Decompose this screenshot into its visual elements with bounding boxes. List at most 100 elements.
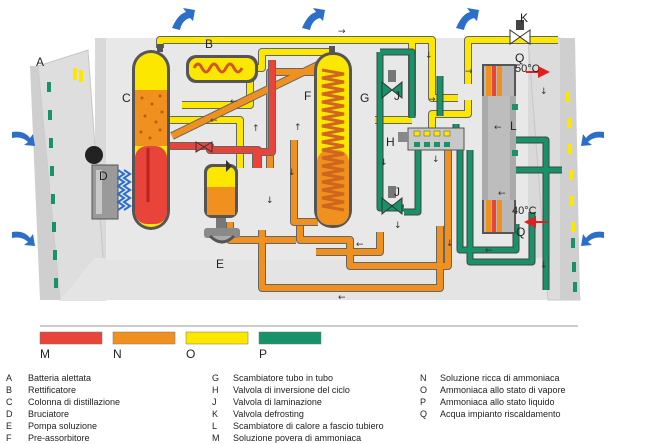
label-D: D (99, 169, 108, 183)
temp-inlet: 40°C (512, 205, 537, 217)
svg-text:↓: ↓ (394, 221, 402, 231)
label-Q-top: Q (515, 51, 524, 65)
air-flow-arrows (12, 8, 604, 246)
svg-text:→: → (338, 27, 346, 37)
legend-text: Valvola di inversione del ciclo (233, 385, 350, 395)
legend-key: K (212, 409, 218, 419)
color-swatches: M N O P (39, 331, 322, 361)
svg-text:←: ← (338, 293, 346, 303)
legend-text: Pompa soluzione (28, 421, 97, 431)
swatch-N (112, 331, 176, 345)
swatch-M (39, 331, 103, 345)
svg-text:→: → (428, 95, 436, 105)
air-in-arrow-1 (12, 131, 35, 146)
svg-text:↓: ↓ (288, 168, 296, 178)
pre-absorber (314, 46, 352, 228)
shell-tube-exchanger (482, 64, 518, 234)
svg-text:↓: ↓ (432, 155, 440, 165)
swatch-P (258, 331, 322, 345)
air-in-arrow-4 (581, 231, 604, 246)
burner (85, 146, 132, 220)
air-in-arrow-3 (581, 131, 604, 146)
air-in-arrow-2 (12, 231, 35, 246)
legend-text: Scambiatore di calore a fascio tubiero (233, 421, 384, 431)
legend-text: Rettificatore (28, 385, 76, 395)
legend-text: Valvola defrosting (233, 409, 304, 419)
svg-text:↑: ↑ (294, 123, 302, 133)
liquid-line-3 (457, 150, 519, 253)
legend-text: Soluzione ricca di ammoniaca (440, 373, 560, 383)
label-A: A (36, 55, 44, 69)
label-B: B (205, 37, 213, 51)
svg-text:↓: ↓ (540, 87, 548, 97)
label-F: F (304, 89, 311, 103)
legend-text: Scambiatore tubo in tubo (233, 373, 333, 383)
swatch-label-M: M (40, 347, 50, 361)
solution-pump (204, 160, 240, 244)
svg-text:↓: ↓ (540, 261, 548, 271)
defrost-valve (509, 20, 531, 45)
legend-text: Bruciatore (28, 409, 69, 419)
legend-text: Batteria alettata (28, 373, 91, 383)
svg-text:↓: ↓ (266, 196, 274, 206)
legend-key: O (420, 385, 427, 395)
legend-text: Colonna di distillazione (28, 397, 120, 407)
svg-text:←: ← (498, 189, 506, 199)
expansion-valve-upper (381, 70, 403, 100)
svg-text:↑: ↑ (252, 124, 260, 134)
swatch-label-P: P (259, 347, 267, 361)
legend-text: Ammoniaca allo stato di vapore (440, 385, 566, 395)
label-H: H (386, 135, 395, 149)
legend-key: J (212, 397, 217, 407)
svg-text:↓: ↓ (380, 158, 388, 168)
legend-key: E (6, 421, 12, 431)
svg-text:←: ← (494, 123, 502, 133)
legend-key: P (420, 397, 426, 407)
legend-text: Ammoniaca allo stato liquido (440, 397, 555, 407)
expansion-valve-lower (381, 186, 403, 216)
component-letters: A B C D E F G H J J K L Q Q 50°C 40°C (36, 11, 540, 271)
rich-solution-line-bottom (259, 226, 443, 291)
legend-key: H (212, 385, 219, 395)
svg-text:←: ← (485, 246, 493, 256)
rectifier (186, 55, 258, 83)
legend-key: G (212, 373, 219, 383)
temp-outlet: 50°C (515, 63, 540, 75)
legend-text: Valvola di laminazione (233, 397, 322, 407)
coil-fins-left (47, 68, 83, 288)
legend-column-3: N Soluzione ricca di ammoniaca O Ammoniaca… (420, 373, 566, 419)
legend-key: F (6, 433, 12, 443)
svg-text:↓: ↓ (425, 51, 433, 61)
svg-text:←: ← (230, 97, 238, 107)
flow-direction-marks: → ← ← ↑ ↑ ↓ ↓ ← ↓ ↓ ↓ ↓ ↓ → ↓ ← ← ← ↓ ← … (210, 27, 548, 303)
swatch-O (185, 331, 249, 345)
label-G: G (360, 91, 369, 105)
label-J-lower: J (394, 185, 400, 199)
legend-key: B (6, 385, 12, 395)
distillation-column (132, 44, 170, 230)
solution-valve (195, 141, 213, 153)
legend-text: Acqua impianto riscaldamento (440, 409, 561, 419)
legend-key: N (420, 373, 427, 383)
legend-column-2: G Scambiatore tubo in tubo H Valvola di in… (212, 373, 384, 443)
legend-key: M (212, 433, 220, 443)
cycle-reversing-valve (398, 127, 465, 151)
air-out-arrow-1 (172, 8, 195, 30)
swatch-label-N: N (113, 347, 122, 361)
legend-text: Pre-assorbitore (28, 433, 90, 443)
label-C: C (122, 91, 131, 105)
liquid-line-1 (380, 49, 415, 118)
label-L: L (510, 119, 517, 133)
svg-text:←: ← (210, 116, 218, 126)
legend-text: Soluzione povera di ammoniaca (233, 433, 361, 443)
svg-text:→: → (465, 67, 473, 77)
swatch-label-O: O (186, 347, 195, 361)
legend-key: C (6, 397, 13, 407)
legend-key: Q (420, 409, 427, 419)
svg-text:↓: ↓ (446, 239, 454, 249)
legend-key: L (212, 421, 217, 431)
legend-key: D (6, 409, 13, 419)
label-K: K (520, 11, 528, 25)
air-out-arrow-3 (456, 8, 479, 30)
